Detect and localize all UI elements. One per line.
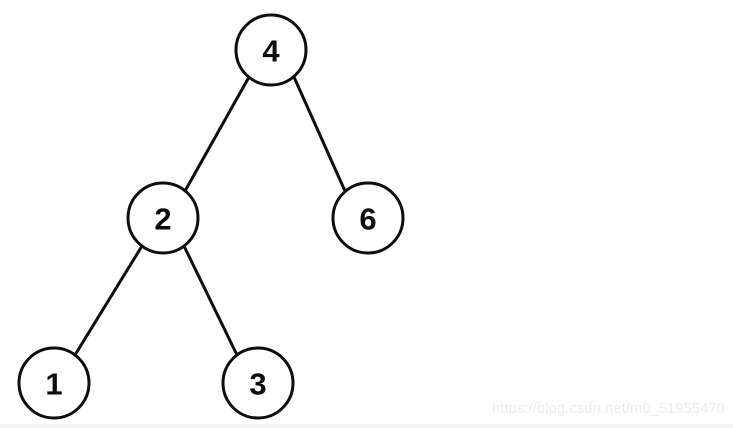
node-label-3: 3 — [249, 367, 266, 402]
tree-node-6[interactable]: 6 — [331, 181, 405, 255]
node-circle-3 — [221, 346, 295, 420]
node-group: 4 2 6 1 3 — [17, 13, 405, 420]
edge-2-to-3 — [182, 244, 239, 357]
node-label-4: 4 — [262, 34, 280, 69]
watermark-text: https://blog.csdn.net/m0_51955470 — [491, 401, 725, 417]
tree-node-4[interactable]: 4 — [234, 13, 308, 87]
node-circle-4 — [234, 13, 308, 87]
tree-node-3[interactable]: 3 — [221, 346, 295, 420]
edge-2-to-1 — [73, 244, 144, 357]
node-circle-2 — [126, 181, 200, 255]
edge-group — [73, 75, 347, 357]
node-label-6: 6 — [359, 202, 376, 237]
edge-4-to-6 — [292, 75, 347, 193]
tree-node-1[interactable]: 1 — [17, 346, 91, 420]
tree-node-2[interactable]: 2 — [126, 181, 200, 255]
node-label-1: 1 — [45, 367, 62, 402]
edge-4-to-2 — [183, 75, 251, 193]
node-label-2: 2 — [154, 202, 171, 237]
bottom-divider — [0, 424, 733, 428]
node-circle-6 — [331, 181, 405, 255]
node-circle-1 — [17, 346, 91, 420]
